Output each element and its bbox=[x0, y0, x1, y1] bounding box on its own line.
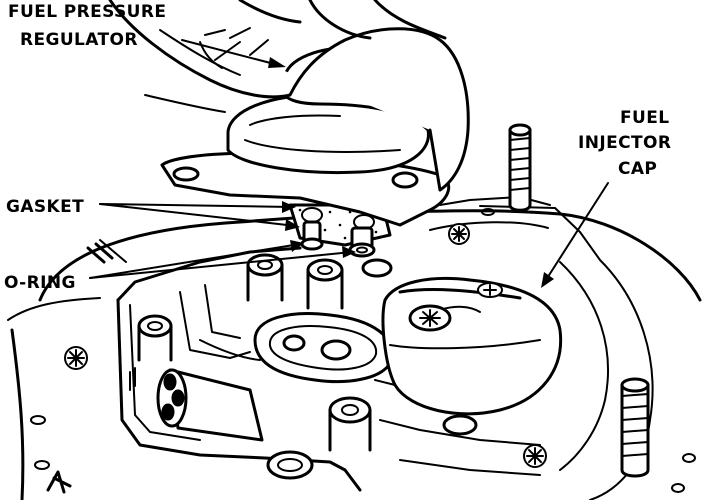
oring-arrowhead-2 bbox=[342, 246, 356, 258]
oring-leader-2 bbox=[89, 251, 353, 279]
stud-top bbox=[508, 123, 532, 212]
cap-arrowhead bbox=[541, 272, 554, 288]
mounting-holes bbox=[30, 208, 696, 493]
gasket-arrowhead-2 bbox=[285, 219, 300, 231]
screw-bottom-right bbox=[523, 444, 547, 468]
label-oring: O-RING bbox=[4, 273, 76, 293]
gasket-arrowhead-1 bbox=[282, 201, 296, 213]
torx-screws bbox=[64, 223, 547, 468]
label-cap-injector: INJECTOR bbox=[578, 133, 671, 153]
oring-arrowhead-1 bbox=[290, 240, 304, 252]
screw-left bbox=[64, 346, 88, 370]
fuel-line-fitting bbox=[129, 367, 264, 442]
connector-stub bbox=[86, 239, 127, 264]
regulator-arrowhead bbox=[268, 57, 286, 68]
technician-hand bbox=[108, 0, 470, 192]
inner-casting bbox=[116, 246, 541, 492]
regulator-leader bbox=[181, 39, 283, 67]
leader-lines bbox=[89, 39, 609, 288]
fuel-injector-cap bbox=[374, 276, 563, 416]
gasket-leader-2 bbox=[99, 203, 297, 227]
corner-mark bbox=[46, 470, 72, 494]
label-regulator: REGULATOR bbox=[20, 30, 138, 50]
label-gasket: GASKET bbox=[6, 197, 84, 217]
oval-port bbox=[199, 312, 394, 384]
gasket-leader-1 bbox=[99, 203, 293, 208]
screw-top-right bbox=[448, 223, 470, 245]
stud-right bbox=[620, 377, 650, 478]
label-fuel-pressure: FUEL PRESSURE bbox=[8, 2, 166, 22]
oring-leader-1 bbox=[89, 243, 301, 279]
cap-leader bbox=[543, 182, 609, 284]
injector-bosses bbox=[137, 253, 478, 480]
label-cap-fuel: FUEL bbox=[620, 108, 669, 128]
labels: FUEL PRESSURE REGULATOR FUEL INJECTOR CA… bbox=[4, 2, 671, 293]
label-cap-cap: CAP bbox=[618, 159, 657, 179]
